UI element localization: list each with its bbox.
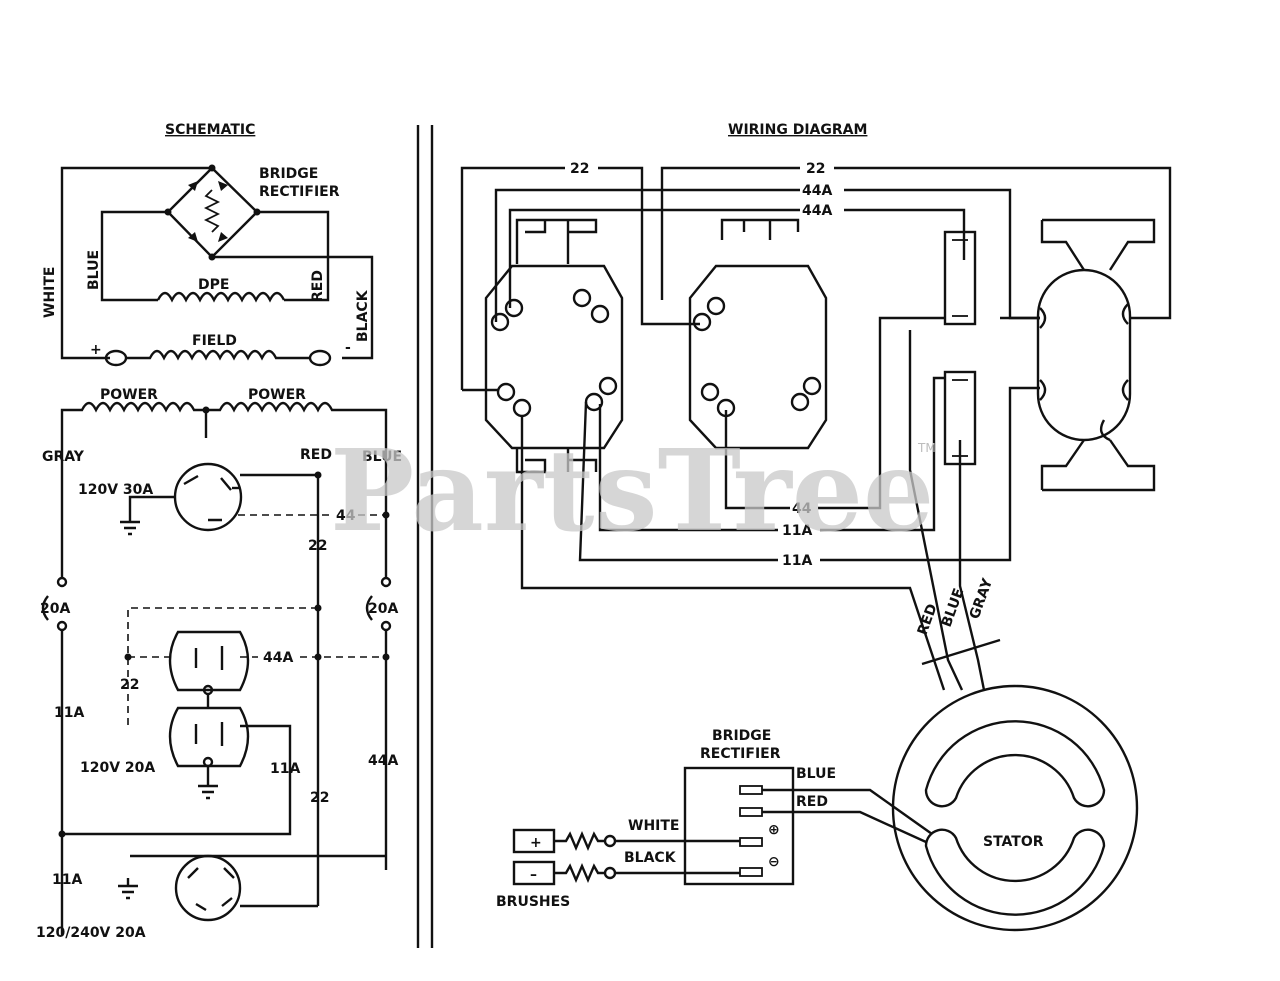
wd-11a-top-label: 11A [782, 523, 812, 539]
schem-44a-label-b: 44A [368, 753, 398, 769]
field-coil [126, 349, 310, 361]
wd-receptacle-240 [1036, 218, 1156, 492]
wd-plus-terminal: ⊕ [768, 822, 780, 838]
wd-22-left-label: 22 [570, 161, 589, 177]
schem-minus-label: - [345, 340, 351, 356]
schem-breaker-right: 20A [368, 601, 398, 617]
wd-bridge-label-1: BRIDGE [712, 728, 771, 744]
wiring-panel: 22 22 44A 44A [460, 161, 1172, 932]
schem-breaker-left: 20A [40, 601, 70, 617]
schem-bridge-label-2: RECTIFIER [259, 184, 340, 200]
schem-44a-label: 44A [263, 650, 293, 666]
schem-11a-label-c: 11A [52, 872, 82, 888]
schem-field-label: FIELD [192, 333, 237, 349]
receptacle-30a [173, 462, 243, 532]
wd-stator-label: STATOR [983, 834, 1044, 850]
wd-bridge-rectifier [683, 766, 795, 886]
schem-black-label: BLACK [355, 289, 371, 342]
wd-receptacle-left [484, 218, 624, 474]
wd-black-label: BLACK [624, 850, 677, 866]
schem-11a-label-b: 11A [270, 761, 300, 777]
schematic-panel: BRIDGE RECTIFIER WHITE BLUE DPE RED BLAC… [36, 164, 402, 941]
schem-11a-label-a: 11A [54, 705, 84, 721]
schem-240v-label: 120/240V 20A [36, 925, 146, 941]
schem-red-label: RED [310, 270, 326, 302]
wd-blue-label: BLUE [939, 586, 968, 629]
schem-dpe-label: DPE [198, 277, 229, 293]
schem-gray-label: GRAY [42, 449, 85, 465]
wd-22-right-label: 22 [806, 161, 825, 177]
wd-minus-terminal: ⊖ [768, 854, 780, 870]
wd-bridge-label-2: RECTIFIER [700, 746, 781, 762]
schem-22-label-b: 22 [120, 677, 139, 693]
bridge-rectifier-symbol [164, 164, 261, 261]
wd-brushes-label: BRUSHES [496, 894, 570, 910]
schem-red2-label: RED [300, 447, 332, 463]
wd-44a-top-label: 44A [802, 183, 832, 199]
wd-red-label: RED [915, 602, 941, 638]
wd-blue-out-label: BLUE [796, 766, 836, 782]
schem-blue2-label: BLUE [362, 449, 402, 465]
receptacle-240v [174, 854, 242, 922]
schem-bridge-label-1: BRIDGE [259, 166, 318, 182]
schem-plus-label: + [90, 342, 102, 358]
schem-44-label: 44 [336, 508, 356, 524]
schem-blue-label: BLUE [86, 250, 102, 290]
schem-power-left-label: POWER [100, 387, 158, 403]
wd-receptacle-middle [688, 218, 828, 450]
schem-white-label: WHITE [42, 267, 58, 318]
wd-red-out-label: RED [796, 794, 828, 810]
schem-power-right-label: POWER [248, 387, 306, 403]
wd-brush-minus: – [530, 867, 537, 883]
wd-white-label: WHITE [628, 818, 679, 834]
wd-44-label: 44 [792, 501, 812, 517]
dpe-coil [156, 291, 286, 303]
watermark-tm: TM [917, 441, 936, 455]
schem-20a-label: 120V 20A [80, 760, 155, 776]
wd-breakers [943, 230, 977, 466]
wd-gray-label: GRAY [967, 576, 997, 622]
schem-22-label-c: 22 [310, 790, 329, 806]
receptacle-duplex-20a [168, 630, 250, 768]
schematic-title: SCHEMATIC [165, 122, 255, 138]
wiring-diagram-title: WIRING DIAGRAM [728, 122, 867, 138]
watermark-text: PartsTree [330, 426, 934, 557]
wd-brush-plus: + [530, 835, 542, 851]
wd-44a-second-label: 44A [802, 203, 832, 219]
wd-11a-bottom-label: 11A [782, 553, 812, 569]
schem-30a-label: 120V 30A [78, 482, 153, 498]
wd-stator [891, 684, 1139, 932]
